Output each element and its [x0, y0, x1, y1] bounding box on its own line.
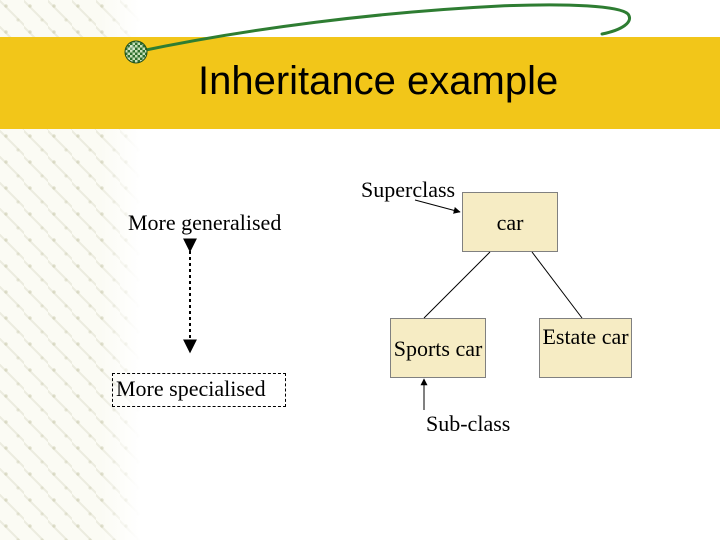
class-node-estate-car-label: Estate car [542, 324, 629, 349]
edge-car-to-estate-car [531, 251, 583, 319]
title-swoosh [134, 3, 631, 54]
title-band [0, 37, 720, 129]
class-node-car-label: car [496, 210, 524, 235]
class-node-car: car [462, 192, 558, 252]
class-node-estate-car: Estate car [539, 318, 632, 378]
superclass-pointer-arrow [414, 199, 461, 214]
slide-title: Inheritance example [198, 59, 559, 103]
class-node-sports-car: Sports car [390, 318, 486, 378]
more-generalised-label: More generalised [128, 210, 282, 235]
superclass-label: Superclass [361, 177, 456, 202]
more-specialised-label: More specialised [112, 373, 286, 407]
checker-ball-icon [124, 40, 148, 64]
subclass-label: Sub-class [426, 411, 511, 436]
class-node-sports-car-label: Sports car [393, 336, 483, 361]
edge-car-to-sports-car [423, 251, 491, 319]
